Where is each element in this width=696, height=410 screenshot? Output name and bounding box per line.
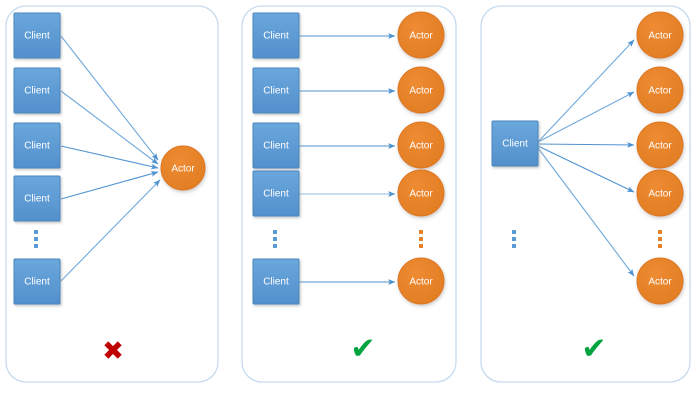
client-box[interactable] [13,67,61,114]
client-ellipsis-icon [34,230,38,248]
edge-client-actor [537,91,635,143]
actor-node[interactable]: Actor [397,257,445,305]
actor-circle[interactable] [397,169,445,217]
edge-client-actor [537,147,635,277]
client-box[interactable] [252,122,300,169]
panel-3-edges [537,39,635,277]
actor-node[interactable]: Actor [636,121,684,169]
client-node[interactable]: Client [13,122,61,169]
panel-2-clients: Client Client Client Client Client [252,12,300,305]
actor-node[interactable]: Actor [636,169,684,217]
client-box[interactable] [252,67,300,114]
client-box[interactable] [491,120,539,167]
actor-node[interactable]: Actor [397,169,445,217]
actor-ellipsis-icon [419,230,423,248]
client-node[interactable]: Client [252,67,300,114]
actor-circle[interactable] [636,11,684,59]
actor-circle[interactable] [397,121,445,169]
actor-node[interactable]: Actor [160,145,206,191]
edge-client5-actor [60,179,161,282]
panel-1-clients: Client Client Client Client Client [13,12,61,305]
client-node[interactable]: Client [252,122,300,169]
actor-node[interactable]: Actor [397,66,445,114]
actor-circle[interactable] [160,145,206,191]
client-node[interactable]: Client [491,120,539,167]
actor-circle[interactable] [636,257,684,305]
edge-client-actor [537,145,635,193]
client-node[interactable]: Client [252,258,300,305]
actor-ellipsis-icon [658,230,662,248]
verdict-check-icon: ✔ [350,332,375,367]
actor-circle[interactable] [636,169,684,217]
actor-node[interactable]: Actor [636,11,684,59]
client-node[interactable]: Client [252,12,300,59]
client-node[interactable]: Client [13,258,61,305]
edge-client1-actor [60,35,159,161]
client-node[interactable]: Client [13,12,61,59]
edge-client-actor [537,39,635,143]
actor-circle[interactable] [397,257,445,305]
edge-client4-actor [60,171,159,200]
edge-client3-actor [60,145,159,170]
client-box[interactable] [252,170,300,217]
actor-node[interactable]: Actor [397,121,445,169]
client-node[interactable]: Client [13,175,61,222]
client-node[interactable]: Client [13,67,61,114]
actor-circle[interactable] [397,66,445,114]
actor-circle[interactable] [636,66,684,114]
client-box[interactable] [13,258,61,305]
panel-many-clients-one-actor[interactable]: Client Client Client Client Client [5,5,219,383]
client-node[interactable]: Client [252,170,300,217]
edge-client2-actor [60,90,159,165]
panel-one-client-many-actors[interactable]: Client Actor Actor Actor [480,5,691,383]
actor-node[interactable]: Actor [397,11,445,59]
actor-node[interactable]: Actor [636,257,684,305]
client-ellipsis-icon [273,230,277,248]
client-box[interactable] [252,12,300,59]
client-box[interactable] [13,12,61,59]
client-ellipsis-icon [512,230,516,248]
client-box[interactable] [13,175,61,222]
panel-one-to-one[interactable]: Client Client Client Client Client [241,5,457,383]
actor-circle[interactable] [636,121,684,169]
edge-client-actor [537,142,635,148]
panel-2-edges [299,33,396,285]
actor-circle[interactable] [397,11,445,59]
client-box[interactable] [252,258,300,305]
verdict-check-icon: ✔ [581,332,606,367]
client-box[interactable] [13,122,61,169]
actor-node[interactable]: Actor [636,66,684,114]
verdict-cross-icon: ✖ [102,337,124,367]
panel-1-edges [60,35,161,282]
